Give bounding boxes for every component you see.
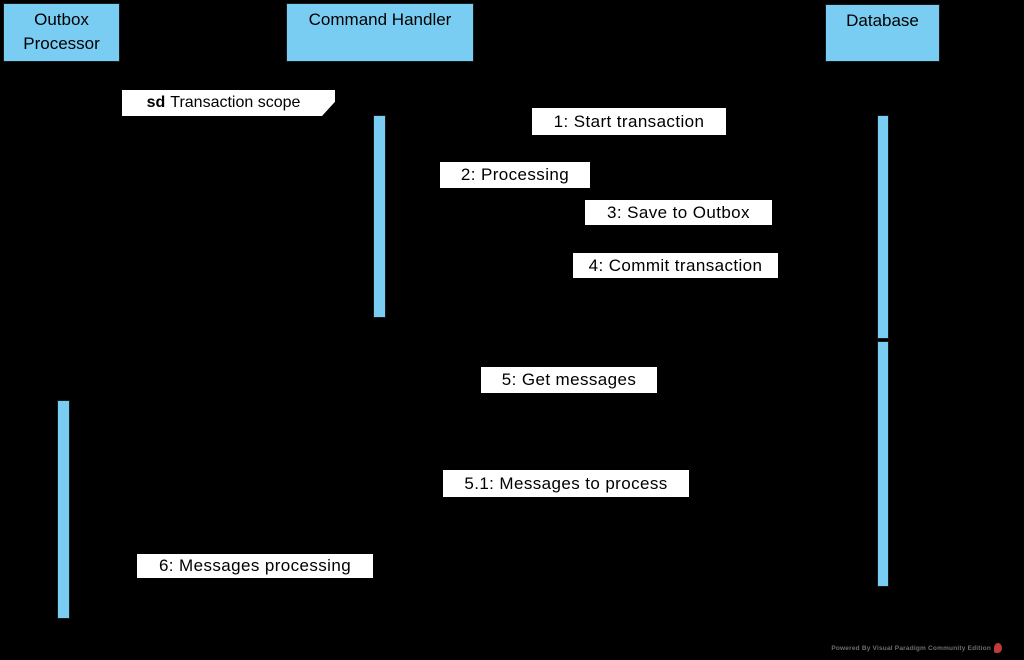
visual-paradigm-logo-icon <box>994 643 1002 653</box>
message-label-1: 1: Start transaction <box>532 108 726 135</box>
message-label-5-1: 5.1: Messages to process <box>443 470 689 497</box>
activation-outbox-processor <box>57 400 70 619</box>
fragment-name: Transaction scope <box>170 94 301 111</box>
participant-database: Database <box>825 4 940 62</box>
activation-command-handler <box>373 115 386 318</box>
message-label-5: 5: Get messages <box>481 367 657 393</box>
activation-database-2 <box>877 341 889 587</box>
message-label-3: 3: Save to Outbox <box>585 200 772 225</box>
lifeline-outbox-processor <box>61 62 62 632</box>
message-label-6: 6: Messages processing <box>137 554 373 578</box>
fragment-label: sd Transaction scope <box>122 90 335 116</box>
message-label-2: 2: Processing <box>440 162 590 188</box>
fragment-operator: sd <box>146 94 166 111</box>
participant-command-handler: Command Handler <box>286 3 474 62</box>
participant-outbox-processor: Outbox Processor <box>3 3 120 62</box>
watermark-text: Powered By Visual Paradigm Community Edi… <box>831 644 991 652</box>
watermark: Powered By Visual Paradigm Community Edi… <box>831 643 1002 653</box>
activation-database-1 <box>877 115 889 339</box>
lifeline-command-handler <box>380 62 381 632</box>
message-label-4: 4: Commit transaction <box>573 253 778 278</box>
